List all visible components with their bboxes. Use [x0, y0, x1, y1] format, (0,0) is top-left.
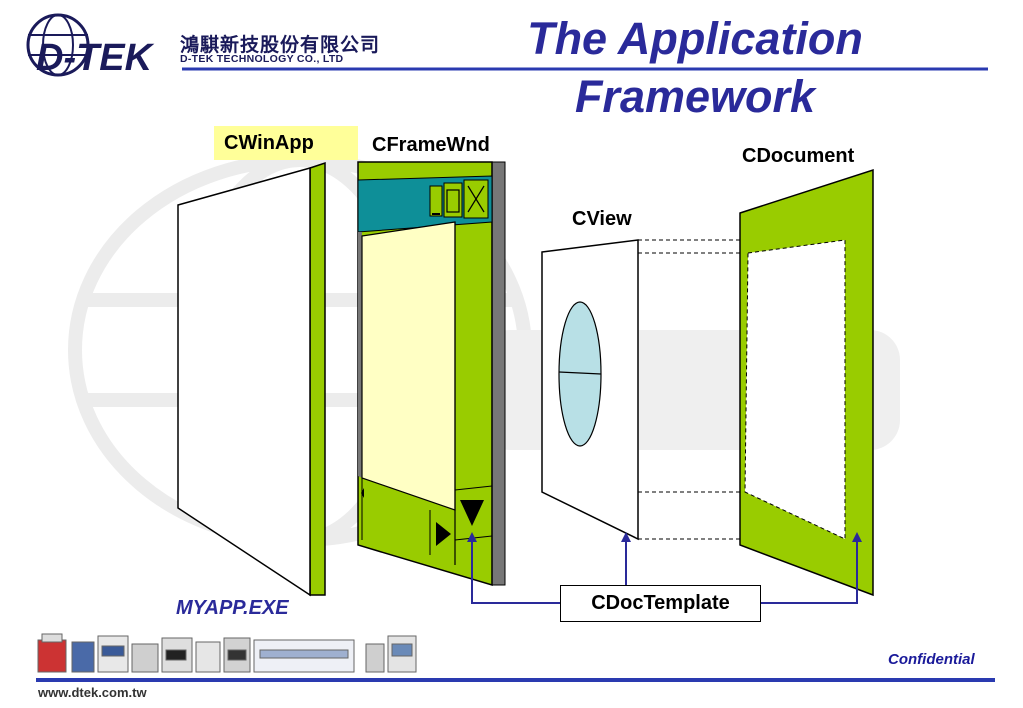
scroll-right-arrow-icon [436, 522, 451, 546]
doctemplate-connectors [471, 540, 858, 604]
arrowhead-up-icon [467, 532, 477, 542]
company-name-english: D-TEK TECHNOLOGY CO., LTD [180, 53, 344, 65]
caption-buttons [429, 179, 489, 219]
cdocument-label: CDocument [742, 145, 855, 167]
cview-label: CView [572, 208, 632, 230]
cview-panel [541, 239, 639, 541]
connector-arrowheads [467, 532, 862, 542]
cwinapp-label: CWinApp [214, 126, 358, 160]
cwinapp-panel [177, 161, 326, 597]
arrowhead-up-icon [621, 532, 631, 542]
cdocument-panel [739, 168, 874, 597]
cframewnd-label: CFrameWnd [372, 134, 490, 156]
equipment-images [37, 633, 417, 673]
dtek-logo-icon: D-TEK [26, 13, 155, 79]
cframewnd-window [357, 161, 506, 587]
cdoctemplate-box: CDocTemplate [560, 585, 761, 622]
website-url[interactable]: www.dtek.com.tw [38, 685, 147, 700]
scroll-down-arrow-icon [460, 500, 484, 526]
logo-wordmark: D-TEK [36, 37, 155, 79]
page-title: The Application Framework [527, 13, 863, 122]
maximize-icon [446, 189, 460, 213]
confidential-label: Confidential [888, 651, 975, 668]
company-name-chinese: 鴻騏新技股份有限公司 [180, 34, 381, 56]
scroll-left-arrow-icon [361, 488, 364, 498]
myapp-exe-label: MYAPP.EXE [176, 597, 289, 619]
arrowhead-up-icon [852, 532, 862, 542]
